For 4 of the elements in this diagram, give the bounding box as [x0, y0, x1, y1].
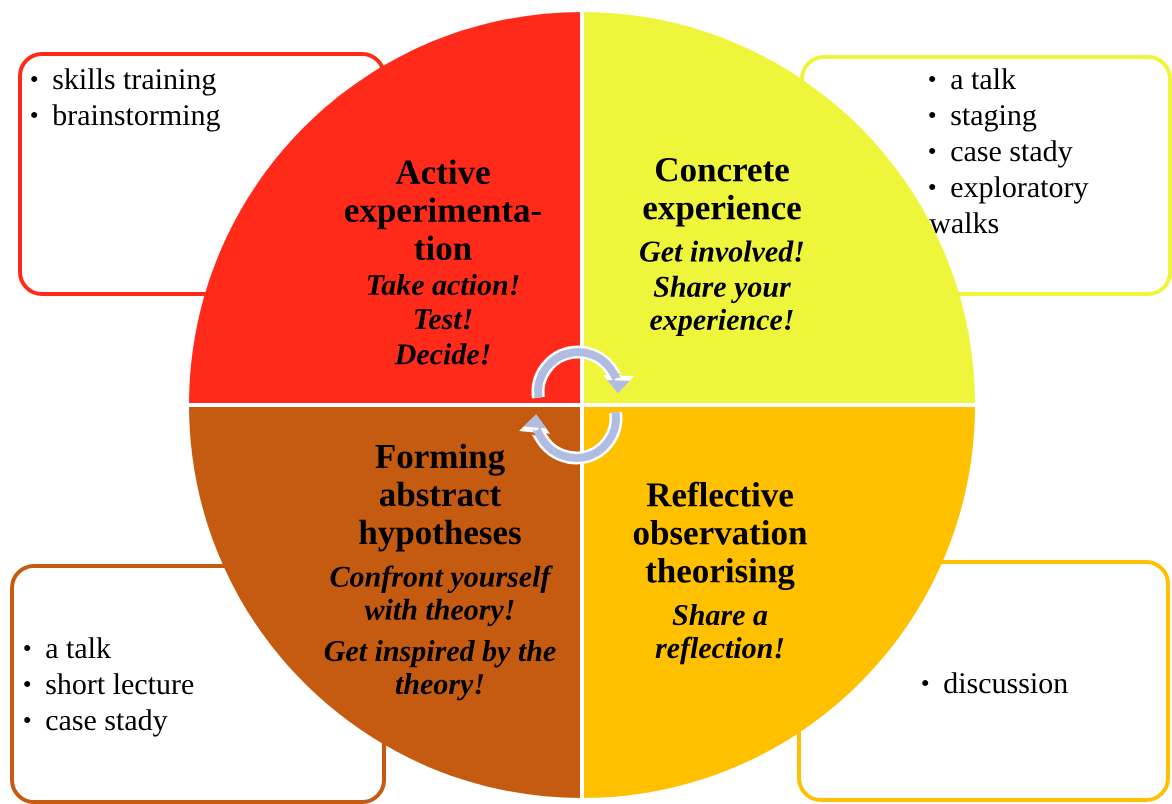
bullet-item: case stady	[24, 709, 168, 737]
cycle-arrow	[519, 411, 623, 465]
cycle-arrow	[531, 345, 635, 399]
bullet-item: a talk	[24, 637, 111, 659]
